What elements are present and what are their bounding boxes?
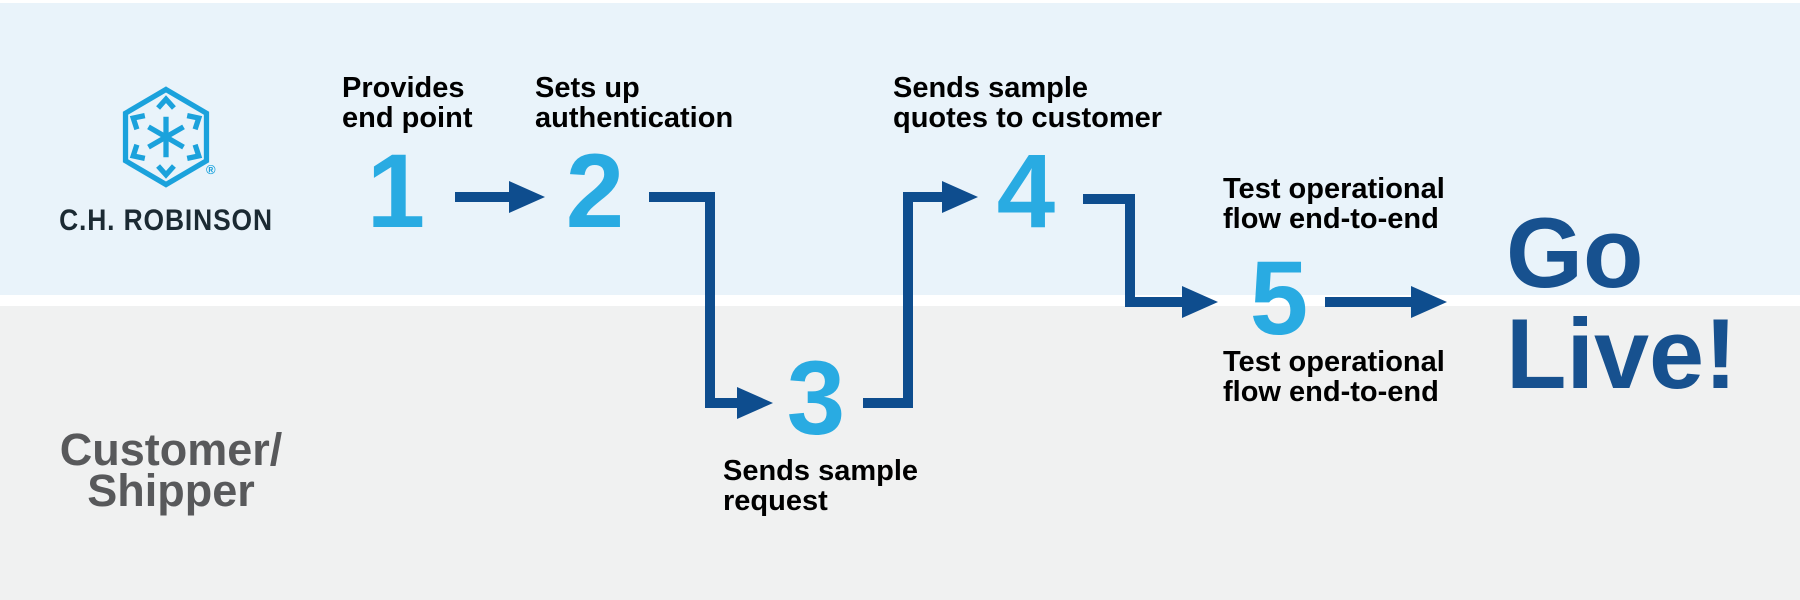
step5-label-top: Test operational flow end-to-end <box>1223 173 1445 235</box>
step4-label: Sends sample quotes to customer <box>893 72 1163 134</box>
customer-shipper-lane-label: Customer/ Shipper <box>59 424 283 516</box>
brand-wordmark: C.H. ROBINSON <box>59 204 273 237</box>
step5-number: 5 <box>1249 240 1309 357</box>
step1-label: Provides end point <box>342 72 473 134</box>
go-live-text: Go Live! <box>1506 197 1738 409</box>
step2-number: 2 <box>565 133 625 250</box>
step5-label-bottom: Test operational flow end-to-end <box>1223 346 1445 408</box>
step1-number: 1 <box>366 133 426 250</box>
chr-hexagon-arrows-logo-icon <box>122 85 210 189</box>
registered-trademark-symbol: ® <box>206 162 216 177</box>
step3-number: 3 <box>786 340 846 457</box>
step3-label: Sends sample request <box>723 455 919 517</box>
step4-number: 4 <box>996 133 1056 250</box>
step2-label: Sets up authentication <box>535 72 734 134</box>
